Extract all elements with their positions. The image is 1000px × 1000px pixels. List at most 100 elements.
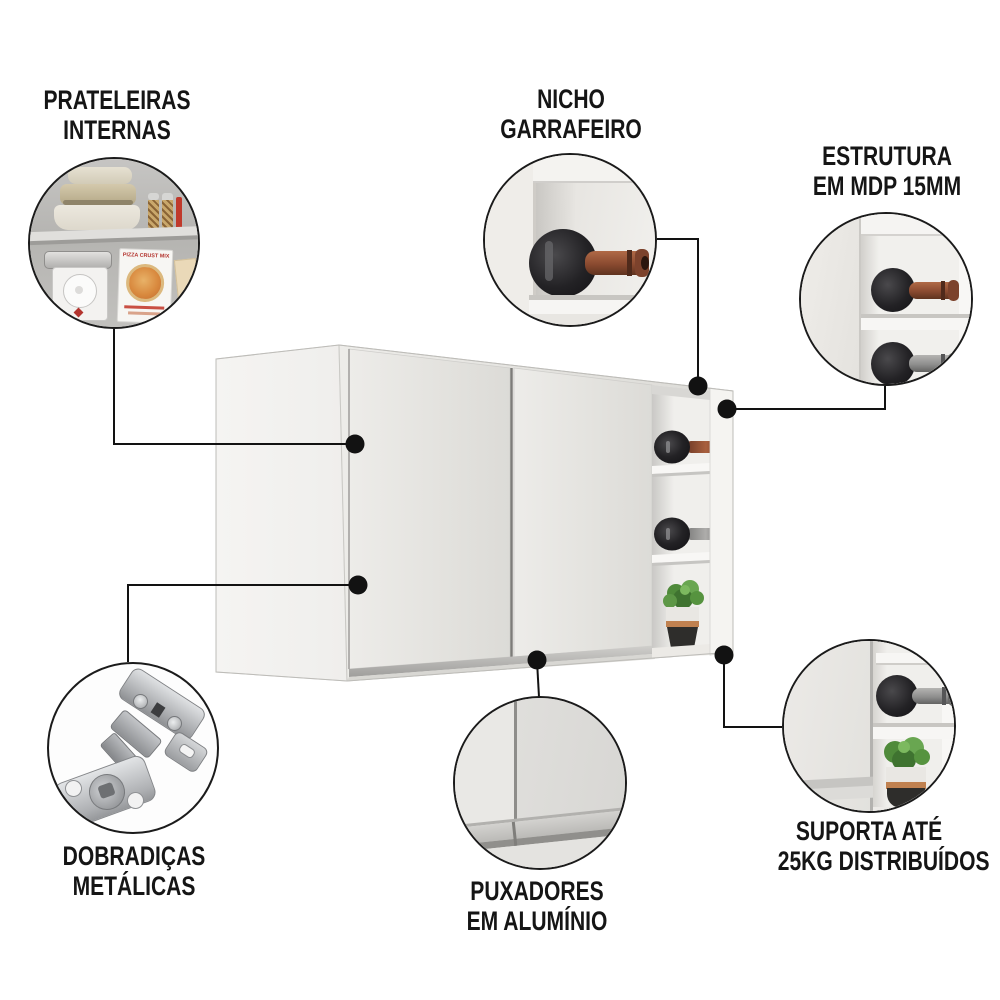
inset6-pot-bottom: [887, 788, 925, 808]
dot-estrutura: [717, 399, 737, 419]
connector-prateleiras: [113, 329, 355, 445]
inset3-inner-shadow: [861, 234, 879, 384]
container-lid-top: [68, 167, 132, 184]
inset6-bottle-body: [876, 675, 918, 717]
scale-dial-center: [75, 286, 83, 294]
inset3-bottle1-body: [871, 268, 915, 312]
cabinet-door-left: [348, 348, 511, 670]
connector-nicho: [657, 238, 699, 386]
dot-prateleiras: [345, 434, 365, 454]
inset3-bottle2-ring: [941, 354, 945, 373]
callout-label-line: ESTRUTURA: [822, 141, 952, 171]
container-bowl: [54, 205, 140, 230]
spice-jar-2-content: [162, 200, 173, 229]
pizza-box-line1: [124, 305, 165, 310]
inset6-leaf-5: [898, 741, 910, 753]
callout-label-prateleiras: PRATELEIRAS INTERNAS: [26, 85, 209, 145]
callout-label-estrutura: ESTRUTURA EM MDP 15MM: [796, 141, 979, 201]
cabinet-left-panel: [215, 344, 348, 682]
inset6-shelf-shadow: [873, 723, 954, 727]
inset6-leaf-3: [892, 749, 916, 771]
callout-label-line: 25KG DISTRIBUÍDOS: [777, 846, 990, 876]
callout-label-line: EM ALUMÍNIO: [466, 906, 608, 936]
cabinet-bottom-edge: [347, 654, 655, 681]
callout-label-nicho: NICHO GARRAFEIRO: [480, 84, 663, 144]
inset6-pot-band: [886, 782, 926, 789]
spice-jar-1-cap: [148, 193, 159, 200]
inset3-shelf: [861, 318, 971, 330]
inset3-bottle2-tip: [948, 353, 959, 374]
inset3-shelf-shadow: [861, 314, 971, 318]
pizza-box-label: PIZZA CRUST MIX: [122, 252, 170, 260]
inset2-shelf-shadow: [529, 295, 655, 300]
inset3-door-edge: [801, 214, 861, 384]
wine-niche: [652, 385, 729, 658]
inset3-bottle2-neck: [909, 355, 957, 372]
callout-label-line: PRATELEIRAS: [43, 85, 191, 115]
aluminum-handle-strip: [349, 646, 652, 677]
inset5-door-gap: [514, 698, 517, 824]
dot-nicho: [688, 376, 708, 396]
callout-label-puxadores: PUXADORES EM ALUMÍNIO: [446, 876, 629, 936]
cabinet: [215, 344, 734, 682]
niche-top-shadow: [652, 385, 710, 400]
pizza-box-line2: [127, 311, 161, 316]
inset-suporta-25kg: [782, 639, 956, 813]
callout-label-dobradicas: DOBRADIÇAS METÁLICAS: [43, 841, 226, 901]
niche-shelf-1-shadow: [652, 471, 710, 477]
callout-label-line: INTERNAS: [63, 115, 171, 145]
inset2-frame-left: [485, 155, 536, 325]
callout-label-suporta: SUPORTA ATÉ 25KG DISTRIBUÍDOS: [777, 816, 990, 876]
pizza-box: PIZZA CRUST MIX: [116, 248, 174, 324]
inset3-bottle2-body: [871, 342, 915, 384]
plant-pot-copper-band: [666, 621, 699, 627]
container-band: [63, 200, 133, 205]
inset2-shelf: [529, 300, 655, 314]
inset3-bottle1-ring: [941, 281, 945, 300]
callout-label-line: GARRAFEIRO: [500, 114, 642, 144]
inset3-right-wall: [959, 218, 971, 384]
inset-prateleiras-internas: PIZZA CRUST MIX: [28, 157, 200, 329]
plant-pot-bottom: [667, 627, 698, 651]
inset6-niche-floor: [873, 807, 954, 811]
dot-dobradicas: [348, 575, 368, 595]
inset6-bottle-tip: [948, 686, 954, 706]
callout-label-line: SUPORTA ATÉ: [795, 816, 943, 846]
hinge-screw-2: [167, 716, 182, 731]
callout-label-line: DOBRADIÇAS: [62, 841, 206, 871]
inset6-top-shelf: [876, 653, 954, 665]
niche-shelf-1: [652, 463, 710, 474]
inset3-frame-top: [861, 214, 971, 236]
dot-puxadores: [527, 650, 547, 670]
connector-suporta: [723, 656, 782, 728]
inset6-pot-top: [886, 767, 926, 783]
inset3-bottle1-tip: [948, 280, 959, 301]
callout-label-line: PUXADORES: [470, 876, 604, 906]
niche-shelf-2-shadow: [652, 560, 710, 566]
callout-label-line: NICHO: [537, 84, 605, 114]
pizza-image: [125, 263, 165, 303]
inset2-bottle-highlight: [545, 241, 553, 281]
container-middle: [60, 184, 136, 205]
inset6-shelf: [873, 727, 954, 739]
inset-estrutura-mdp: [799, 212, 973, 386]
inset6-leaf-4: [914, 749, 930, 765]
dot-suporta: [714, 645, 734, 665]
inset-nicho-garrafeiro: [483, 153, 657, 327]
callout-dots: [345, 376, 737, 670]
connector-dobradicas: [127, 584, 358, 662]
niche-shelf-2: [652, 552, 710, 563]
inset6-bottle-ring: [942, 687, 946, 705]
inset-puxadores-aluminio: [453, 696, 627, 870]
red-item: [176, 197, 182, 229]
inset2-neck-ring: [627, 250, 632, 276]
callout-label-line: EM MDP 15MM: [812, 171, 962, 201]
inset2-neck-opening: [641, 256, 649, 270]
plant-pot-top: [666, 607, 699, 622]
cabinet-right-panel: [709, 387, 734, 656]
inset2-lower-compartment: [529, 314, 655, 325]
spice-jar-1-content: [148, 200, 159, 229]
connector-estrutura: [730, 386, 886, 410]
